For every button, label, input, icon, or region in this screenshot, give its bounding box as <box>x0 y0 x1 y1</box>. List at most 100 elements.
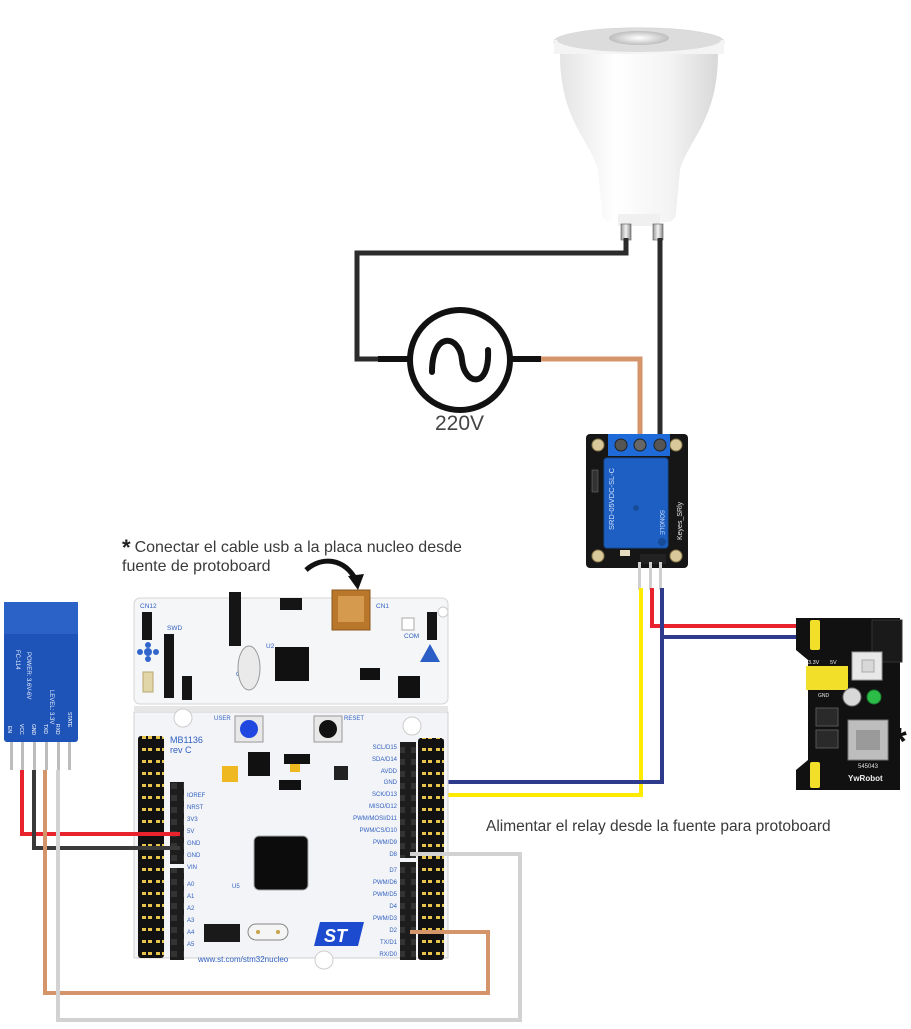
bt-level-label: LEVEL: 3.3V <box>48 690 54 724</box>
nucleo-x2-oscillator <box>204 924 240 942</box>
usb-curved-arrow-icon <box>304 558 359 582</box>
relay-cube <box>603 457 669 549</box>
psu-switch-button <box>861 659 875 673</box>
psu-rail-label: 5V <box>830 660 837 666</box>
nucleo-analog-header <box>170 868 184 960</box>
relay-module: SRD-05VDC-SL-C SONGLE Keyes_SRly <box>586 434 688 590</box>
bt-pin <box>10 742 13 770</box>
bt-pin <box>57 742 60 770</box>
relay-cube-dot <box>633 505 639 511</box>
bt-pin-label: VCC <box>18 724 24 735</box>
psu-capacitor <box>842 687 862 707</box>
bluetooth-module: FC-114 POWER: 3.6V-6V LEVEL: 3.3V EN VCC… <box>4 602 78 770</box>
nucleo-tx-rx-header <box>182 676 192 700</box>
bt-wiring <box>20 770 522 1022</box>
user-button[interactable] <box>240 720 258 738</box>
bt-pin-label: TXD <box>42 724 48 734</box>
nucleo-u3-regulator <box>248 752 270 776</box>
psu-usb-slot <box>856 730 880 750</box>
pin-label: SCK/D13 <box>372 792 398 798</box>
lamp <box>553 27 725 241</box>
relay-cube-dot <box>658 538 666 546</box>
pin-label: NRST <box>187 805 204 811</box>
nucleo-label-u5: U5 <box>232 884 240 890</box>
pin-label: 3V3 <box>187 817 198 823</box>
reset-button[interactable] <box>319 720 337 738</box>
nucleo-swd-header <box>164 634 174 698</box>
pin-label: PWM/D9 <box>373 840 398 846</box>
pin-label: A0 <box>187 882 195 888</box>
wire-relay-vcc <box>650 588 797 628</box>
nucleo-digital-header-lower <box>400 862 416 960</box>
nucleo-label-u2: U2 <box>266 643 275 650</box>
nucleo-label-com: COM <box>404 633 419 640</box>
nucleo-cn12-header <box>142 612 152 640</box>
relay-power-note: Alimentar el relay desde la fuente para … <box>486 818 831 835</box>
pin-label: TX/D1 <box>380 940 398 946</box>
pin-label: RX/D0 <box>379 952 397 958</box>
st-logo-icon <box>314 922 364 946</box>
pin-label: GND <box>384 780 398 786</box>
psu-regulator <box>815 729 839 749</box>
usb-arrow-head-icon <box>348 574 364 590</box>
usb-note-text: Conectar el cable usb a la placa nucleo … <box>122 539 462 575</box>
ac-source <box>378 307 541 413</box>
nucleo-main-mcu <box>253 835 309 891</box>
esd-warning-icon <box>420 644 440 662</box>
pin-label: A2 <box>187 906 195 912</box>
pin-label: PWM/D5 <box>373 892 398 898</box>
nucleo-mount-hole <box>314 950 334 970</box>
pin-label: PWM/D3 <box>373 916 398 922</box>
nucleo-crystal <box>237 645 261 691</box>
nucleo-revision: rev C <box>170 745 192 755</box>
psu-jumper-bottom <box>810 762 820 788</box>
bt-pin-label: EN <box>6 726 12 733</box>
psu-jumper-top <box>810 620 820 650</box>
psu-led-icon <box>866 689 882 705</box>
pin-label: IOREF <box>187 793 206 799</box>
nucleo-url: www.st.com/stm32nucleo <box>197 955 289 964</box>
ac-wiring <box>354 238 663 440</box>
bt-pin <box>21 742 24 770</box>
pin-label: MISO/D12 <box>369 804 398 810</box>
nucleo-stlink-mcu <box>275 647 309 681</box>
psu-asterisk: * <box>892 721 907 763</box>
nucleo-cn10-morpho-header <box>418 738 444 960</box>
pin-label: SDA/D14 <box>372 757 398 763</box>
pin-label: VIN <box>187 865 197 871</box>
pin-label: GND <box>187 841 201 847</box>
relay-brand-text: SONGLE <box>658 510 664 535</box>
nucleo-usb-inner <box>338 596 364 622</box>
pin-label: PWM/CS/D10 <box>360 828 398 834</box>
bt-power-label: POWER: 3.6V-6V <box>25 652 31 699</box>
pin-label: A4 <box>187 930 195 936</box>
nucleo-chip <box>360 668 380 680</box>
relay-mount-hole <box>669 549 683 563</box>
psu-regulator <box>815 707 839 727</box>
nucleo-stlink-jumper <box>229 592 241 646</box>
pin-label: AVDD <box>381 769 398 775</box>
relay-logic-wiring <box>411 588 797 797</box>
bt-pin-label: GND <box>30 724 36 736</box>
relay-mount-hole <box>591 438 605 452</box>
bt-pin-label: STATE <box>66 712 72 728</box>
wire-bt-rxd <box>56 770 522 1022</box>
relay-mount-hole <box>591 549 605 563</box>
pin-label: PWM/MOSI/D11 <box>353 816 398 822</box>
nucleo-power-header <box>170 782 184 864</box>
nucleo-mount-hole <box>437 606 449 618</box>
user-button-label: USER <box>214 716 231 722</box>
nucleo-x3-pad <box>256 930 260 934</box>
nucleo-jp1-jumper <box>280 598 302 610</box>
nucleo-label-cn1: CN1 <box>376 603 389 610</box>
lamp-base <box>618 214 660 226</box>
lamp-body <box>560 54 718 222</box>
nucleo-mount-hole <box>173 708 193 728</box>
breadboard-psu: 3.3V 5V GND 545043 YwRobot <box>796 618 903 790</box>
source-voltage-label: 220V <box>435 412 485 435</box>
nucleo-snap-line <box>134 706 448 712</box>
pin-label: GND <box>187 853 201 859</box>
wire-bt-gnd <box>32 770 180 850</box>
